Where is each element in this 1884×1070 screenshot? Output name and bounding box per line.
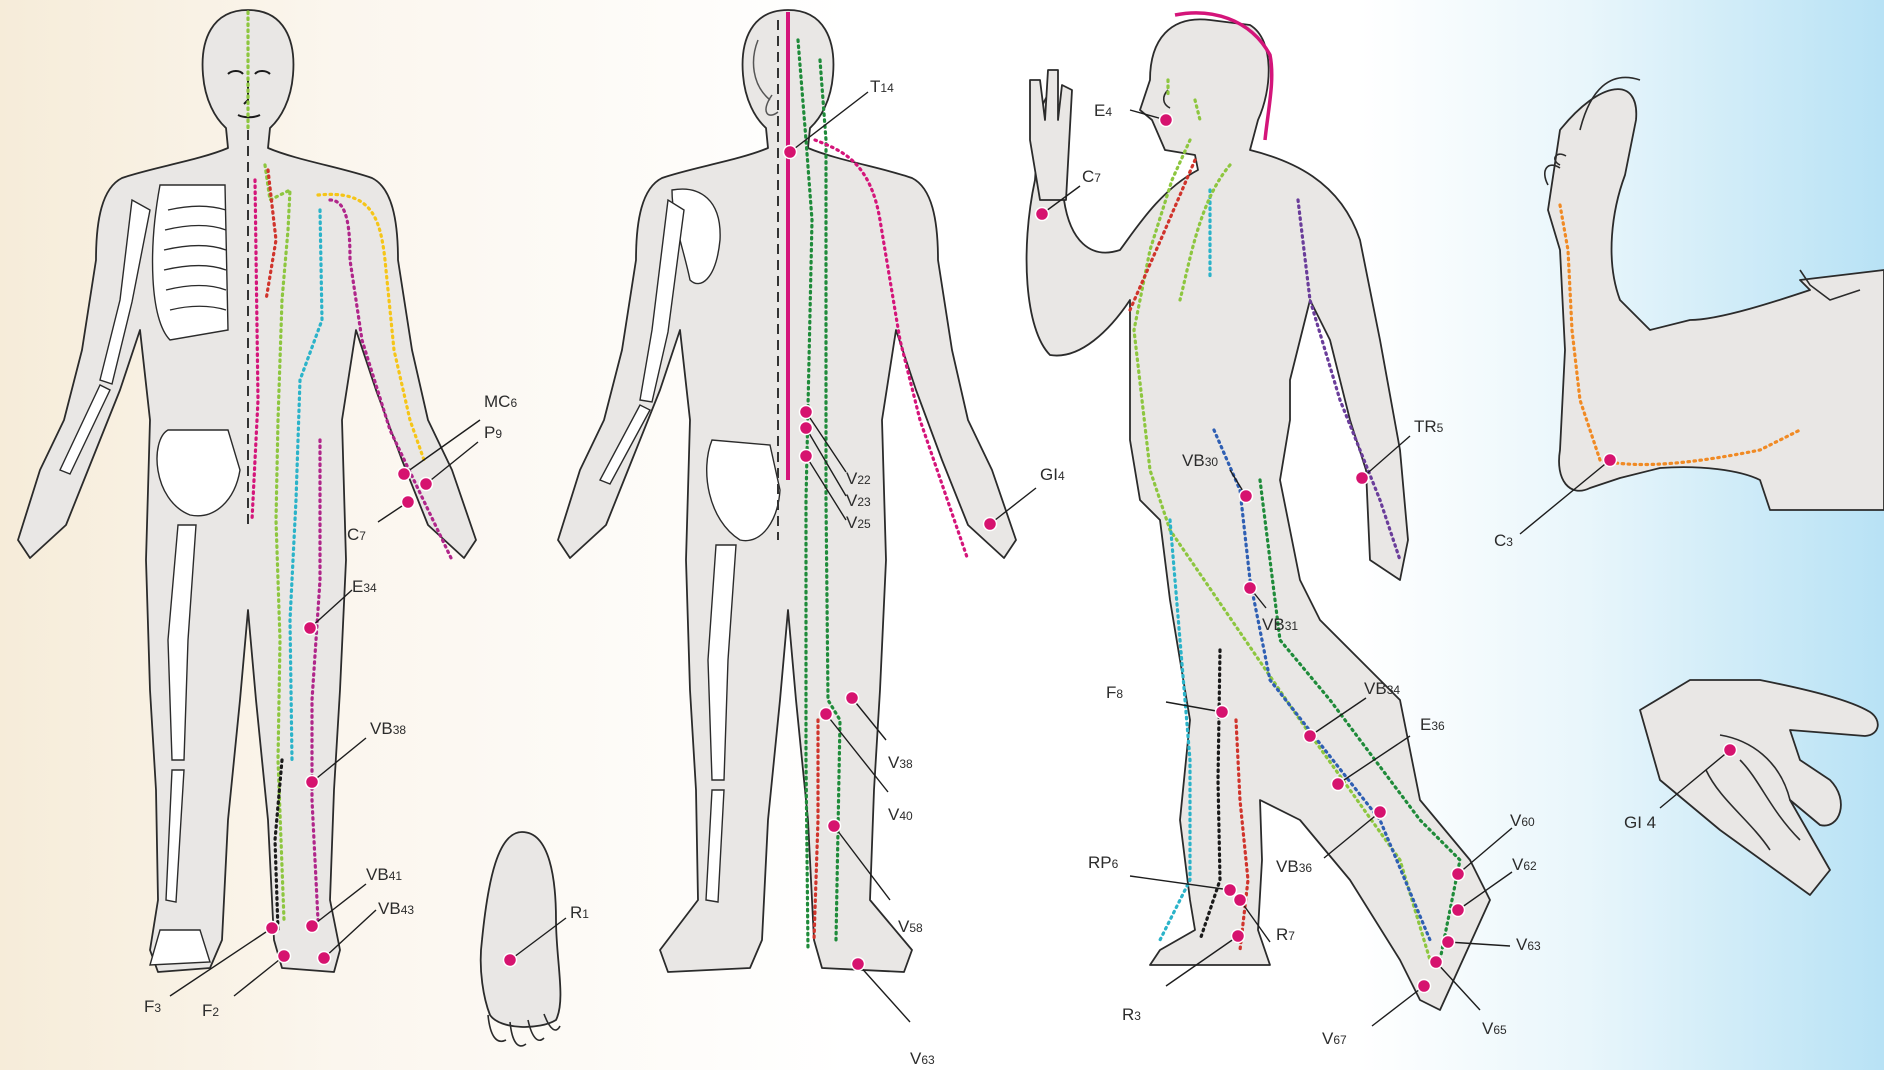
front-view-figure bbox=[18, 10, 476, 972]
point-tr5 bbox=[1356, 472, 1369, 485]
point-c7-front bbox=[402, 496, 415, 509]
point-vb41 bbox=[306, 920, 319, 933]
label-v67: V67 bbox=[1322, 1029, 1347, 1048]
point-mc6 bbox=[398, 468, 411, 481]
label-r1: R1 bbox=[570, 903, 589, 922]
label-v38: V38 bbox=[888, 753, 913, 772]
label-c3: C3 bbox=[1494, 531, 1513, 550]
point-c3 bbox=[1604, 454, 1617, 467]
label-v60: V60 bbox=[1510, 811, 1535, 830]
label-tr5: TR5 bbox=[1414, 417, 1444, 436]
label-v63-back: V63 bbox=[910, 1049, 935, 1068]
point-vb38 bbox=[306, 776, 319, 789]
foot-sole bbox=[481, 832, 561, 1046]
point-vb43 bbox=[318, 952, 331, 965]
point-v60 bbox=[1452, 868, 1465, 881]
label-vb41: VB41 bbox=[366, 865, 402, 884]
point-t14 bbox=[784, 146, 797, 159]
label-v58: V58 bbox=[898, 917, 923, 936]
point-v62 bbox=[1452, 904, 1465, 917]
label-r7: R7 bbox=[1276, 925, 1295, 944]
label-mc6: MC6 bbox=[484, 392, 517, 411]
point-gi4-hand bbox=[1724, 744, 1737, 757]
point-e34 bbox=[304, 622, 317, 635]
elbow-inset bbox=[1545, 77, 1884, 510]
leader-lines bbox=[170, 92, 1730, 1026]
label-e36: E36 bbox=[1420, 715, 1445, 734]
point-v38 bbox=[846, 692, 859, 705]
point-f3 bbox=[266, 922, 279, 935]
label-f2: F2 bbox=[202, 1001, 219, 1020]
point-r1 bbox=[504, 954, 517, 967]
point-vb36 bbox=[1374, 806, 1387, 819]
point-f2 bbox=[278, 950, 291, 963]
label-c7-side: C7 bbox=[1082, 167, 1101, 186]
label-v62: V62 bbox=[1512, 855, 1537, 874]
label-vb34: VB34 bbox=[1364, 679, 1400, 698]
point-c7-side bbox=[1036, 208, 1049, 221]
point-e36 bbox=[1332, 778, 1345, 791]
point-v40 bbox=[820, 708, 833, 721]
point-f8 bbox=[1216, 706, 1229, 719]
point-v63-back bbox=[852, 958, 865, 971]
label-r3: R3 bbox=[1122, 1005, 1141, 1024]
point-p9 bbox=[420, 478, 433, 491]
point-r7 bbox=[1234, 894, 1247, 907]
point-v25 bbox=[800, 450, 813, 463]
label-v40: V40 bbox=[888, 805, 913, 824]
label-gi4-back: GI4 bbox=[1040, 465, 1065, 484]
label-f3: F3 bbox=[144, 997, 161, 1016]
label-vb38: VB38 bbox=[370, 719, 406, 738]
point-v23 bbox=[800, 422, 813, 435]
point-r3 bbox=[1232, 930, 1245, 943]
point-vb30 bbox=[1240, 490, 1253, 503]
label-v63-side: V63 bbox=[1516, 935, 1541, 954]
label-v65: V65 bbox=[1482, 1019, 1507, 1038]
label-vb43: VB43 bbox=[378, 899, 414, 918]
label-e4: E4 bbox=[1094, 101, 1112, 120]
point-v22 bbox=[800, 406, 813, 419]
label-t14: T14 bbox=[870, 77, 894, 96]
point-v63-side bbox=[1442, 936, 1455, 949]
label-vb36: VB36 bbox=[1276, 857, 1312, 876]
point-e4 bbox=[1160, 114, 1173, 127]
point-vb31 bbox=[1244, 582, 1257, 595]
label-e34: E34 bbox=[352, 577, 377, 596]
label-rp6: RP6 bbox=[1088, 853, 1119, 872]
point-vb34 bbox=[1304, 730, 1317, 743]
point-v58 bbox=[828, 820, 841, 833]
point-gi4-back bbox=[984, 518, 997, 531]
point-v65 bbox=[1430, 956, 1443, 969]
label-p9: P9 bbox=[484, 423, 502, 442]
point-rp6 bbox=[1224, 884, 1237, 897]
hand-inset bbox=[1640, 680, 1878, 895]
label-f8: F8 bbox=[1106, 683, 1123, 702]
label-c7-front: C7 bbox=[347, 525, 366, 544]
label-gi4-hand: GI 4 bbox=[1624, 813, 1656, 832]
point-v67 bbox=[1418, 980, 1431, 993]
